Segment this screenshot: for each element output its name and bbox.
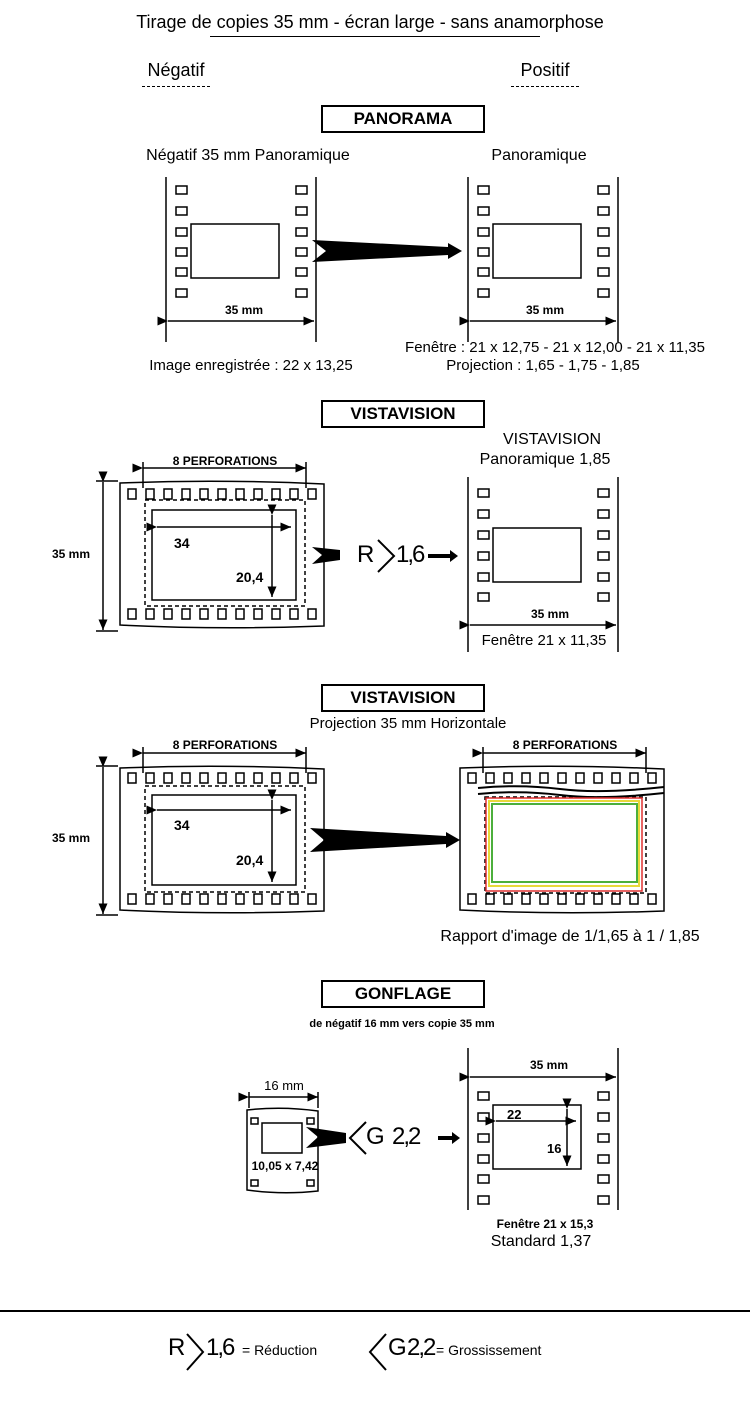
vistavision1-reduction-value: 1,6: [396, 541, 425, 568]
vistavision2-ratio-caption: Rapport d'image de 1/1,65 à 1 / 1,85: [440, 928, 700, 945]
panorama-left-width-label: 35 mm: [224, 303, 264, 317]
gonflage-enlarge-chevron: [348, 1121, 367, 1155]
negative-dashed-underline: [142, 86, 210, 87]
vistavision1-right-window: Fenêtre 21 x 11,35: [481, 632, 607, 649]
vistavision2-perforations-right: 8 PERFORATIONS: [512, 738, 618, 752]
vistavision1-heading: VISTAVISION: [350, 404, 456, 423]
gonflage-window: Fenêtre 21 x 15,3: [496, 1217, 594, 1231]
vistavision2-heading: VISTAVISION: [350, 688, 456, 707]
vistavision1-right-subtitle: Panoramique 1,85: [479, 451, 611, 468]
positive-column-label: Positif: [520, 60, 570, 80]
page-title: Tirage de copies 35 mm - écran large - s…: [136, 12, 604, 32]
vistavision2-subheading: Projection 35 mm Horizontale: [309, 715, 507, 732]
vistavision2-positive-film: [459, 747, 665, 914]
panorama-heading: PANORAMA: [353, 109, 453, 128]
vistavision2-frame-red: [485, 797, 643, 892]
gonflage-16mm-film: [238, 1092, 319, 1194]
vistavision1-reduction-arrow: [312, 547, 340, 564]
panorama-transfer-arrow: [312, 240, 462, 262]
legend-reduction-value: 1,6: [206, 1334, 235, 1361]
vistavision1-small-arrow: [428, 550, 458, 562]
panorama-right-caption: Panoramique: [491, 147, 587, 164]
gonflage-16mm-dims: 10,05 x 7,42: [251, 1159, 319, 1173]
panorama-left-caption: Négatif 35 mm Panoramique: [146, 147, 350, 164]
gonflage-dim-width: 22: [507, 1107, 522, 1122]
gonflage-heading-box: GONFLAGE: [321, 980, 485, 1008]
gonflage-16mm-label: 16 mm: [264, 1078, 304, 1093]
gonflage-standard: Standard 1,37: [490, 1233, 592, 1250]
negative-column-label: Négatif: [147, 60, 205, 80]
panorama-recorded-image: Image enregistrée : 22 x 13,25: [149, 357, 353, 374]
vistavision1-height-label: 35 mm: [52, 547, 91, 561]
gonflage-small-arrow: [438, 1132, 460, 1144]
vistavision2-frame-yellow: [488, 800, 640, 887]
vistavision1-heading-box: VISTAVISION: [321, 400, 485, 428]
vistavision2-heading-box: VISTAVISION: [321, 684, 485, 712]
panorama-positive-film: [459, 177, 619, 342]
gonflage-35mm-label: 35 mm: [529, 1058, 569, 1072]
panorama-window-line: Fenêtre : 21 x 12,75 - 21 x 12,00 - 21 x…: [405, 339, 705, 356]
panorama-right-width-label: 35 mm: [525, 303, 565, 317]
gonflage-subheading: de négatif 16 mm vers copie 35 mm: [309, 1018, 495, 1030]
vistavision1-negative-film: [96, 462, 325, 632]
legend-enlarge-value: 2,2: [407, 1334, 436, 1361]
panorama-projection-line: Projection : 1,65 - 1,75 - 1,85: [446, 357, 640, 374]
vistavision1-right-title: VISTAVISION: [502, 431, 602, 448]
vistavision1-reduction-letter: R: [357, 541, 375, 568]
legend-enlarge-label: = Grossissement: [436, 1342, 542, 1358]
vistavision1-perforations: [127, 488, 317, 620]
legend-divider: [0, 1310, 750, 1312]
gonflage-enlarge-letter: G: [366, 1123, 385, 1150]
legend-reduction-letter: R: [168, 1334, 186, 1361]
vistavision1-dim-width: 34: [174, 535, 190, 551]
vistavision2-dim-width: 34: [174, 817, 190, 833]
panorama-heading-box: PANORAMA: [321, 105, 485, 133]
gonflage-transfer-arrow: [306, 1127, 346, 1148]
vistavision2-perforations-left: 8 PERFORATIONS: [172, 738, 278, 752]
positive-dashed-underline: [511, 86, 579, 87]
title-underline: [210, 36, 540, 37]
gonflage-35mm-film: [459, 1048, 619, 1210]
gonflage-dim-height: 16: [547, 1141, 562, 1156]
vistavision2-frame-green: [491, 803, 638, 883]
legend-enlarge-letter: G: [388, 1334, 407, 1361]
vistavision1-dim-height: 20,4: [236, 569, 264, 585]
vistavision1-right-width-label: 35 mm: [530, 607, 570, 621]
vistavision1-perforations-label: 8 PERFORATIONS: [172, 454, 278, 468]
legend-enlarge-chevron: [368, 1333, 387, 1371]
vistavision2-transfer-arrow: [310, 828, 460, 852]
panorama-negative-film: [157, 177, 317, 342]
legend-reduction-chevron: [186, 1333, 205, 1371]
gonflage-heading: GONFLAGE: [354, 984, 452, 1003]
vistavision2-negative-film: [96, 747, 325, 916]
vistavision2-height-label: 35 mm: [52, 831, 91, 845]
legend-reduction-label: = Réduction: [242, 1342, 318, 1358]
vistavision1-positive-film: [459, 477, 619, 652]
gonflage-enlarge-value: 2,2: [392, 1123, 421, 1150]
vistavision1-reduction-chevron: [377, 539, 396, 573]
vistavision2-dim-height: 20,4: [236, 852, 264, 868]
